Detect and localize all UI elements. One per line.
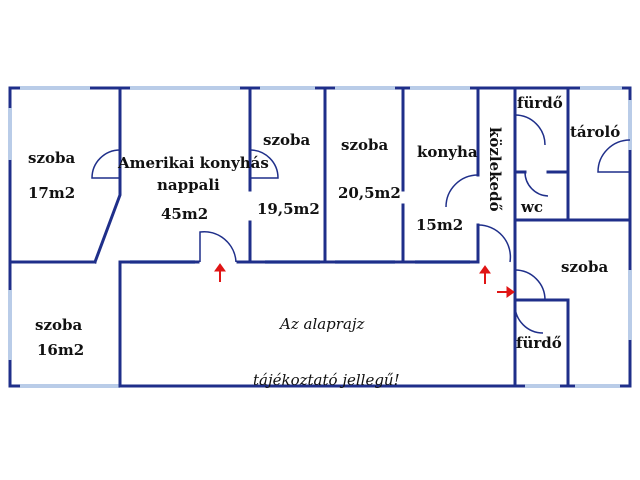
room-label: tároló bbox=[570, 123, 620, 141]
room-label: fürdő bbox=[516, 334, 562, 352]
room-label: szoba bbox=[35, 316, 82, 334]
doors bbox=[91, 114, 631, 334]
entrance-arrow bbox=[479, 265, 491, 284]
entrance-arrows bbox=[214, 263, 515, 298]
entrance-arrow bbox=[497, 286, 515, 298]
room-area: 17m2 bbox=[28, 184, 75, 202]
room-label: szoba bbox=[263, 131, 310, 149]
room-area: 19,5m2 bbox=[257, 200, 320, 218]
room-area: 20,5m2 bbox=[338, 184, 401, 202]
room-label: szoba bbox=[28, 149, 75, 167]
room-label: fürdő bbox=[517, 94, 563, 112]
room-label: nappali bbox=[157, 176, 220, 194]
room-area: 45m2 bbox=[161, 205, 208, 223]
plan-note: tájékoztató jellegű! bbox=[253, 371, 400, 389]
room-label: közlekedő bbox=[486, 127, 504, 212]
room-label: szoba bbox=[561, 258, 608, 276]
entrance-arrow bbox=[214, 263, 226, 282]
room-label: Amerikai konyhás bbox=[117, 154, 269, 172]
interior-walls bbox=[8, 86, 632, 388]
plan-note: Az alaprajz bbox=[278, 315, 365, 333]
room-area: 16m2 bbox=[37, 341, 84, 359]
room-area: 15m2 bbox=[416, 216, 463, 234]
room-label: szoba bbox=[341, 136, 388, 154]
room-label: wc bbox=[520, 198, 543, 216]
room-label: konyha bbox=[417, 143, 478, 161]
